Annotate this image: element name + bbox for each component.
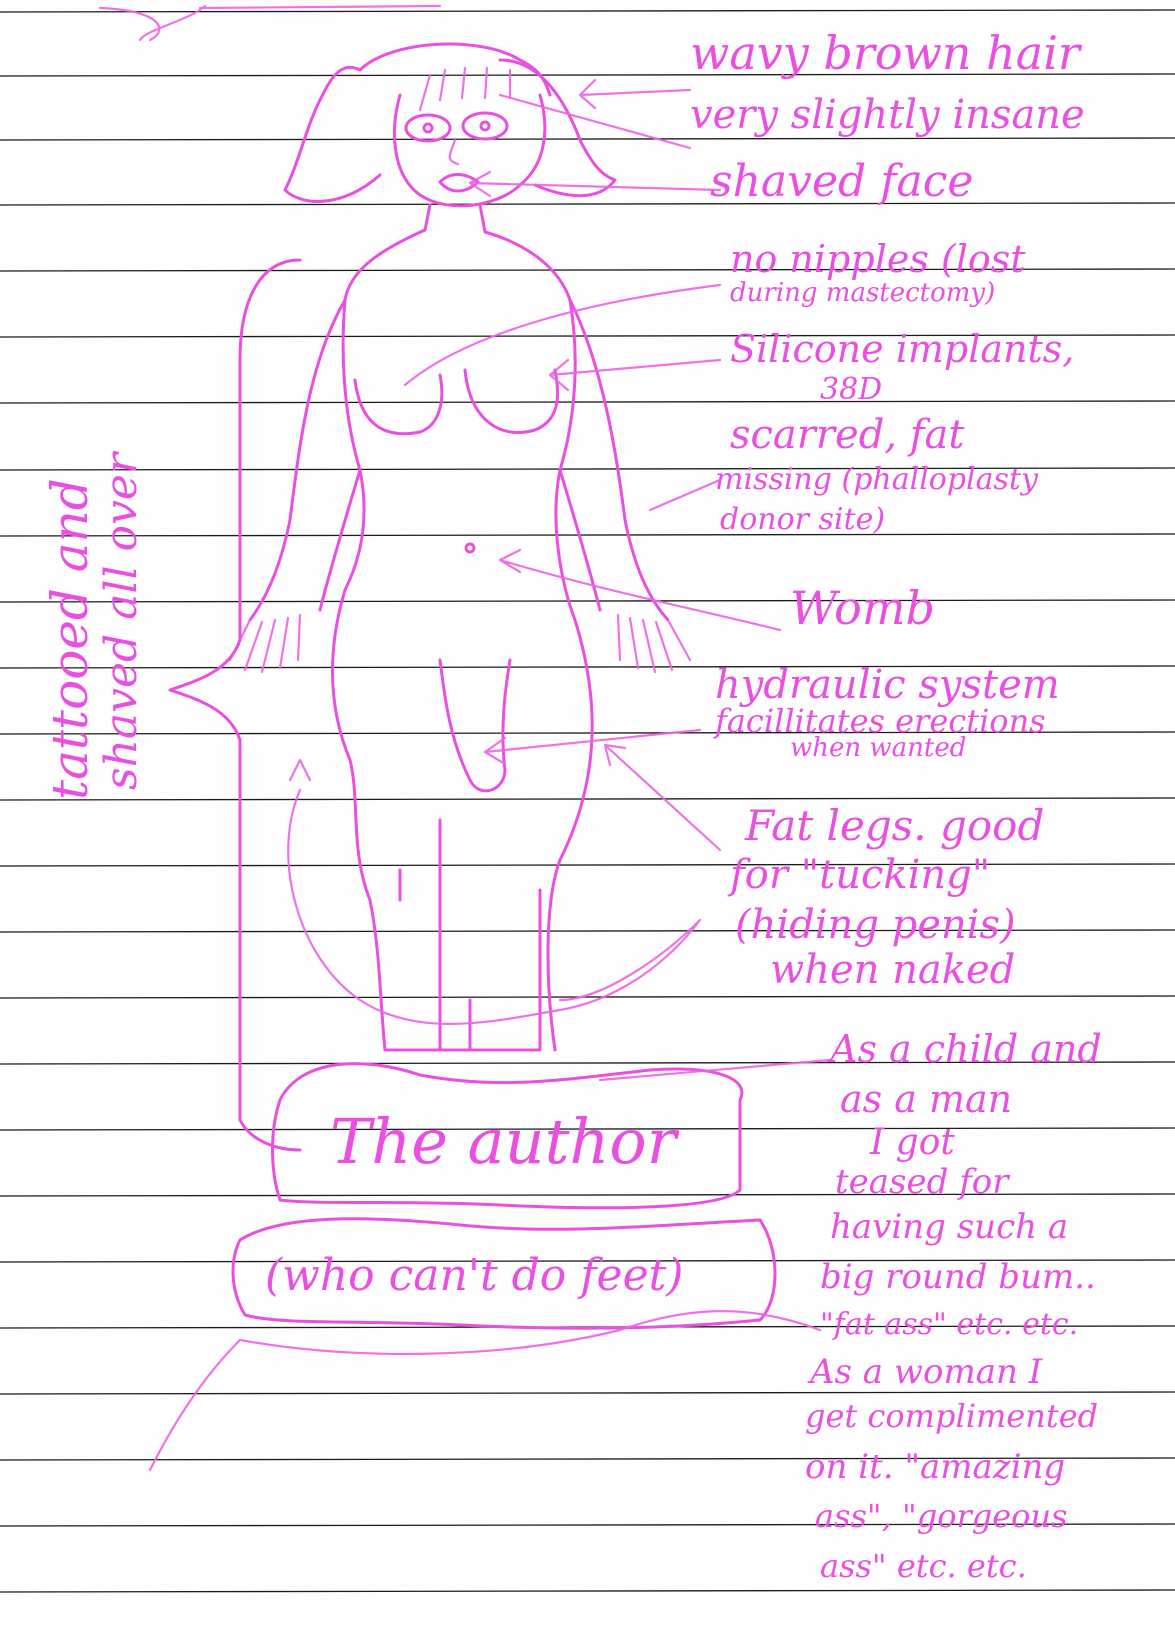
arrow-eyes bbox=[500, 95, 690, 148]
tail bbox=[288, 790, 700, 1024]
note-bum-3: I got bbox=[870, 1125, 955, 1161]
hair-top bbox=[360, 44, 550, 95]
note-bum-2: as a man bbox=[840, 1080, 1012, 1118]
right-breast bbox=[465, 370, 558, 433]
note-legs-3: (hiding penis) bbox=[735, 905, 1016, 945]
side-text-1: tattooed and bbox=[45, 478, 95, 800]
neck bbox=[425, 205, 485, 232]
note-face: shaved face bbox=[710, 160, 973, 204]
arrow-womb bbox=[500, 550, 780, 630]
arrow-arm bbox=[650, 480, 720, 510]
note-nipples-1: no nipples (lost bbox=[730, 240, 1026, 278]
navel bbox=[466, 544, 474, 552]
tail-tip bbox=[290, 760, 310, 780]
arrow-bum bbox=[600, 1060, 830, 1080]
note-legs-4: when naked bbox=[770, 950, 1015, 990]
note-bum-11: ass", "gorgeous bbox=[815, 1500, 1067, 1532]
fringe bbox=[420, 68, 510, 110]
arrow-nipples bbox=[405, 285, 720, 385]
torso bbox=[333, 230, 593, 1050]
note-arm-2: missing (phalloplasty bbox=[715, 465, 1038, 495]
nose bbox=[450, 140, 458, 164]
note-bum-4: teased for bbox=[835, 1165, 1009, 1199]
note-bum-12: ass" etc. etc. bbox=[820, 1550, 1027, 1582]
arrow-legs bbox=[605, 745, 720, 850]
note-bum-10: on it. "amazing bbox=[805, 1450, 1065, 1484]
legs bbox=[385, 820, 540, 1050]
arrow-hair bbox=[580, 80, 690, 108]
left-pupil bbox=[424, 124, 432, 132]
right-pupil bbox=[481, 122, 489, 130]
left-breast bbox=[355, 375, 442, 434]
note-implants-2: 38D bbox=[820, 375, 882, 405]
note-eyes: very slightly insane bbox=[690, 95, 1085, 135]
left-eye bbox=[406, 115, 450, 141]
right-hand bbox=[618, 615, 690, 672]
note-bum-7: "fat ass" etc. etc. bbox=[820, 1310, 1078, 1340]
note-bum-6: big round bum.. bbox=[820, 1260, 1096, 1294]
note-womb: Womb bbox=[790, 585, 935, 631]
note-hydraulic-3: when wanted bbox=[790, 735, 966, 761]
note-bum-8: As a woman I bbox=[810, 1355, 1042, 1389]
note-hair: wavy brown hair bbox=[690, 30, 1080, 76]
note-legs-2: for "tucking" bbox=[730, 855, 990, 895]
bracket bbox=[170, 260, 300, 1150]
note-arm-1: scarred, fat bbox=[730, 415, 964, 455]
note-arm-3: donor site) bbox=[720, 505, 885, 535]
banner-subtitle: (who can't do feet) bbox=[265, 1250, 683, 1301]
note-hydraulic-1: hydraulic system bbox=[715, 665, 1060, 705]
note-implants-1: Silicone implants, bbox=[730, 330, 1074, 368]
banner-ribbon bbox=[150, 1311, 820, 1470]
note-bum-9: get complimented bbox=[805, 1400, 1098, 1432]
note-nipples-2: during mastectomy) bbox=[730, 280, 995, 306]
banner-title: The author bbox=[330, 1105, 676, 1178]
right-eye bbox=[463, 113, 507, 139]
genitals bbox=[440, 660, 510, 791]
note-bum-1: As a child and bbox=[830, 1030, 1102, 1068]
side-text-2: shaved all over bbox=[100, 453, 144, 790]
top-scribble bbox=[100, 6, 440, 40]
note-bum-5: having such a bbox=[830, 1210, 1068, 1244]
note-legs-1: Fat legs. good bbox=[745, 805, 1044, 847]
